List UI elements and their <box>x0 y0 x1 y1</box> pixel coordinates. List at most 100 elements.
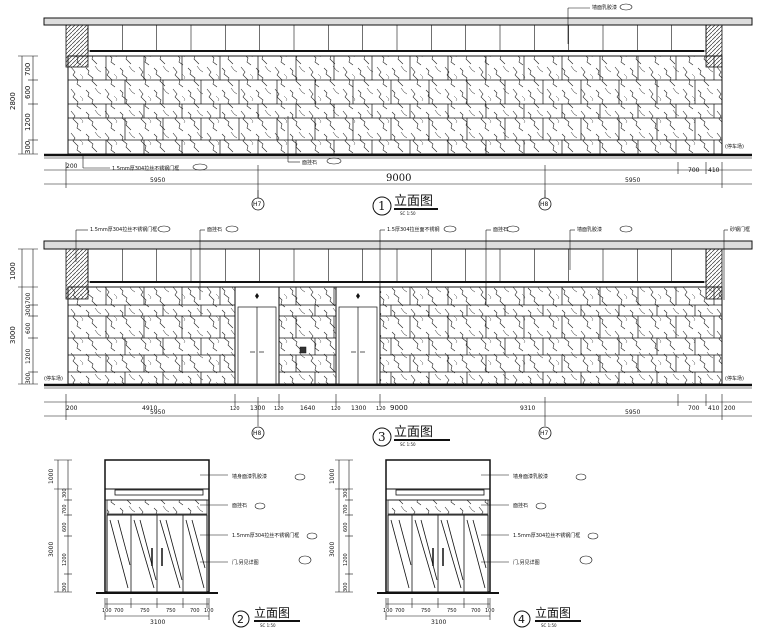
elev4-callout-ceiling: 墙身面漆乳胶漆 <box>513 473 548 480</box>
e1-dim-left-small: 200 <box>66 163 78 170</box>
elev2-seg-5: 100 <box>204 608 214 614</box>
e3-callout-stone-mid: 面挂石 <box>493 226 508 233</box>
elev2-seg-0: 100 <box>102 608 112 614</box>
e3-dim-6: 300 <box>25 372 32 384</box>
elev4-dim-5: 1200 <box>343 553 349 566</box>
e3-axis-2: H7 <box>540 430 549 437</box>
elev4-seg-2: 750 <box>421 608 431 614</box>
elev4-seg-5: 100 <box>485 608 495 614</box>
e3-title-number: 3 <box>378 430 386 444</box>
elevation-4 <box>377 459 499 594</box>
e3-door-right <box>335 286 381 385</box>
e3-callout-right: 砂钢门框 <box>730 226 750 233</box>
callout-tag <box>298 555 312 565</box>
e3-callout-door-mid: 1.5厚304拉丝面不锈钢 <box>387 226 440 233</box>
e3-dim-total: 9000 <box>390 404 408 412</box>
e3-dim-left: 5950 <box>150 409 165 416</box>
e1-dim-total: 2800 <box>9 92 17 110</box>
elev4-callout-stone: 面挂石 <box>513 502 528 509</box>
e3-seg-5: 1640 <box>300 405 315 412</box>
e3-scale: SC 1:50 <box>400 442 416 447</box>
elevation-3: 1000 3000 700 300 600 1200 300 1.5mm厚 <box>9 225 753 447</box>
callout-tag <box>587 532 599 540</box>
e3-seg-7: 1300 <box>351 405 366 412</box>
callout-tag <box>575 473 587 481</box>
e3-dim-2: 700 <box>25 292 32 304</box>
elevation-2 <box>96 459 218 594</box>
callout-tag <box>579 555 593 565</box>
e1-dim-r2: 410 <box>708 167 720 174</box>
elev2-dim-0: 1000 <box>48 469 55 484</box>
callout-tag <box>254 502 266 510</box>
elev2-callout-door: 1.5mm厚304拉丝不锈钢门框 <box>232 532 299 539</box>
elev2-dim-6: 300 <box>62 582 68 592</box>
e1-dim-r1: 700 <box>688 167 700 174</box>
e3-seg-0: 200 <box>66 405 78 412</box>
callout-tag <box>294 473 306 481</box>
elevation-1: 2800 700 600 1200 300 墙面乳胶漆 1.5mm厚304拉丝不… <box>9 3 753 216</box>
callout-tag <box>535 502 547 510</box>
e1-dim-2: 600 <box>24 86 32 99</box>
e1-callout-ceiling: 墙面乳胶漆 <box>592 4 617 11</box>
e3-axis-1: H8 <box>253 430 262 437</box>
e3-callout-stone-left: 面挂石 <box>207 226 222 233</box>
elev4-title: 立面图 <box>535 605 571 620</box>
elev4-seg-0: 100 <box>383 608 393 614</box>
elev4-callout-door: 1.5mm厚304拉丝不锈钢门框 <box>513 532 580 539</box>
elev4-dim-3: 700 <box>343 504 349 514</box>
elev2-seg-1: 700 <box>114 608 124 614</box>
elev4-title-bubble <box>513 610 531 628</box>
e1-dim-3: 1200 <box>24 113 32 131</box>
e3-callout-door-left: 1.5mm厚304拉丝不锈钢门框 <box>90 226 157 233</box>
e3-seg-9: 9310 <box>520 405 535 412</box>
e3-seg-1: 4910 <box>142 405 157 412</box>
elev2-dim-4: 600 <box>62 522 68 532</box>
elev2-title-bubble <box>232 610 250 628</box>
callout-tag <box>306 532 318 540</box>
e1-callout-door: 1.5mm厚304拉丝不锈钢门框 <box>112 165 179 172</box>
elev2-seg-4: 700 <box>190 608 200 614</box>
e3-seg-11: 410 <box>708 405 720 412</box>
elev2-dim-3: 700 <box>62 504 68 514</box>
e1-scale: SC 1:50 <box>400 211 416 216</box>
elev4-dim-6: 300 <box>343 582 349 592</box>
elev2-title-number: 2 <box>237 613 244 626</box>
elev4-seg-1: 700 <box>395 608 405 614</box>
e1-callout-stone: 面挂石 <box>302 159 317 166</box>
e3-seg-6: 120 <box>331 406 341 412</box>
elev4-total: 3100 <box>431 619 446 626</box>
e3-dim-3: 300 <box>25 304 32 316</box>
e3-dim-5: 1200 <box>25 349 32 364</box>
elev4-dim-0: 1000 <box>329 469 336 484</box>
elev2-callout-glass: 门,另见详图 <box>232 559 259 566</box>
elev2-dim-5: 1200 <box>62 553 68 566</box>
e3-seg-3: 1300 <box>250 405 265 412</box>
e3-parking-right: (停车场) <box>725 375 744 382</box>
e1-axis-1: H7 <box>253 201 262 208</box>
e3-dim-1: 3000 <box>9 326 17 344</box>
e3-parking-left: (停车场) <box>44 375 63 382</box>
elev4-title-number: 4 <box>518 613 525 626</box>
elev4-dim-1: 3000 <box>329 542 336 557</box>
elev2-callout-stone: 面挂石 <box>232 502 247 509</box>
elev2-scale: SC 1:50 <box>260 623 276 628</box>
e1-dim-1: 700 <box>24 63 32 76</box>
elev4-seg-4: 700 <box>471 608 481 614</box>
e1-title-number: 1 <box>378 199 386 213</box>
elev4-dim-4: 600 <box>343 522 349 532</box>
elev2-annotations: 100030003007006001200300墙身面漆乳胶漆面挂石1.5mm厚… <box>48 459 318 628</box>
e3-seg-4: 120 <box>274 406 284 412</box>
e1-parking-right: (停车场) <box>725 143 744 150</box>
e3-dim-4: 600 <box>25 322 32 334</box>
e3-switch-plate <box>299 346 307 354</box>
elev2-dim-1: 3000 <box>48 542 55 557</box>
elev2-total: 3100 <box>150 619 165 626</box>
e3-door-left <box>234 286 280 385</box>
e1-axis-2: H8 <box>540 201 549 208</box>
e3-callout-ceiling: 墙面乳胶漆 <box>577 226 602 233</box>
elev2-title: 立面图 <box>254 605 290 620</box>
e1-dim-right: 5950 <box>625 177 640 184</box>
elev4-dim-2: 300 <box>343 488 349 498</box>
